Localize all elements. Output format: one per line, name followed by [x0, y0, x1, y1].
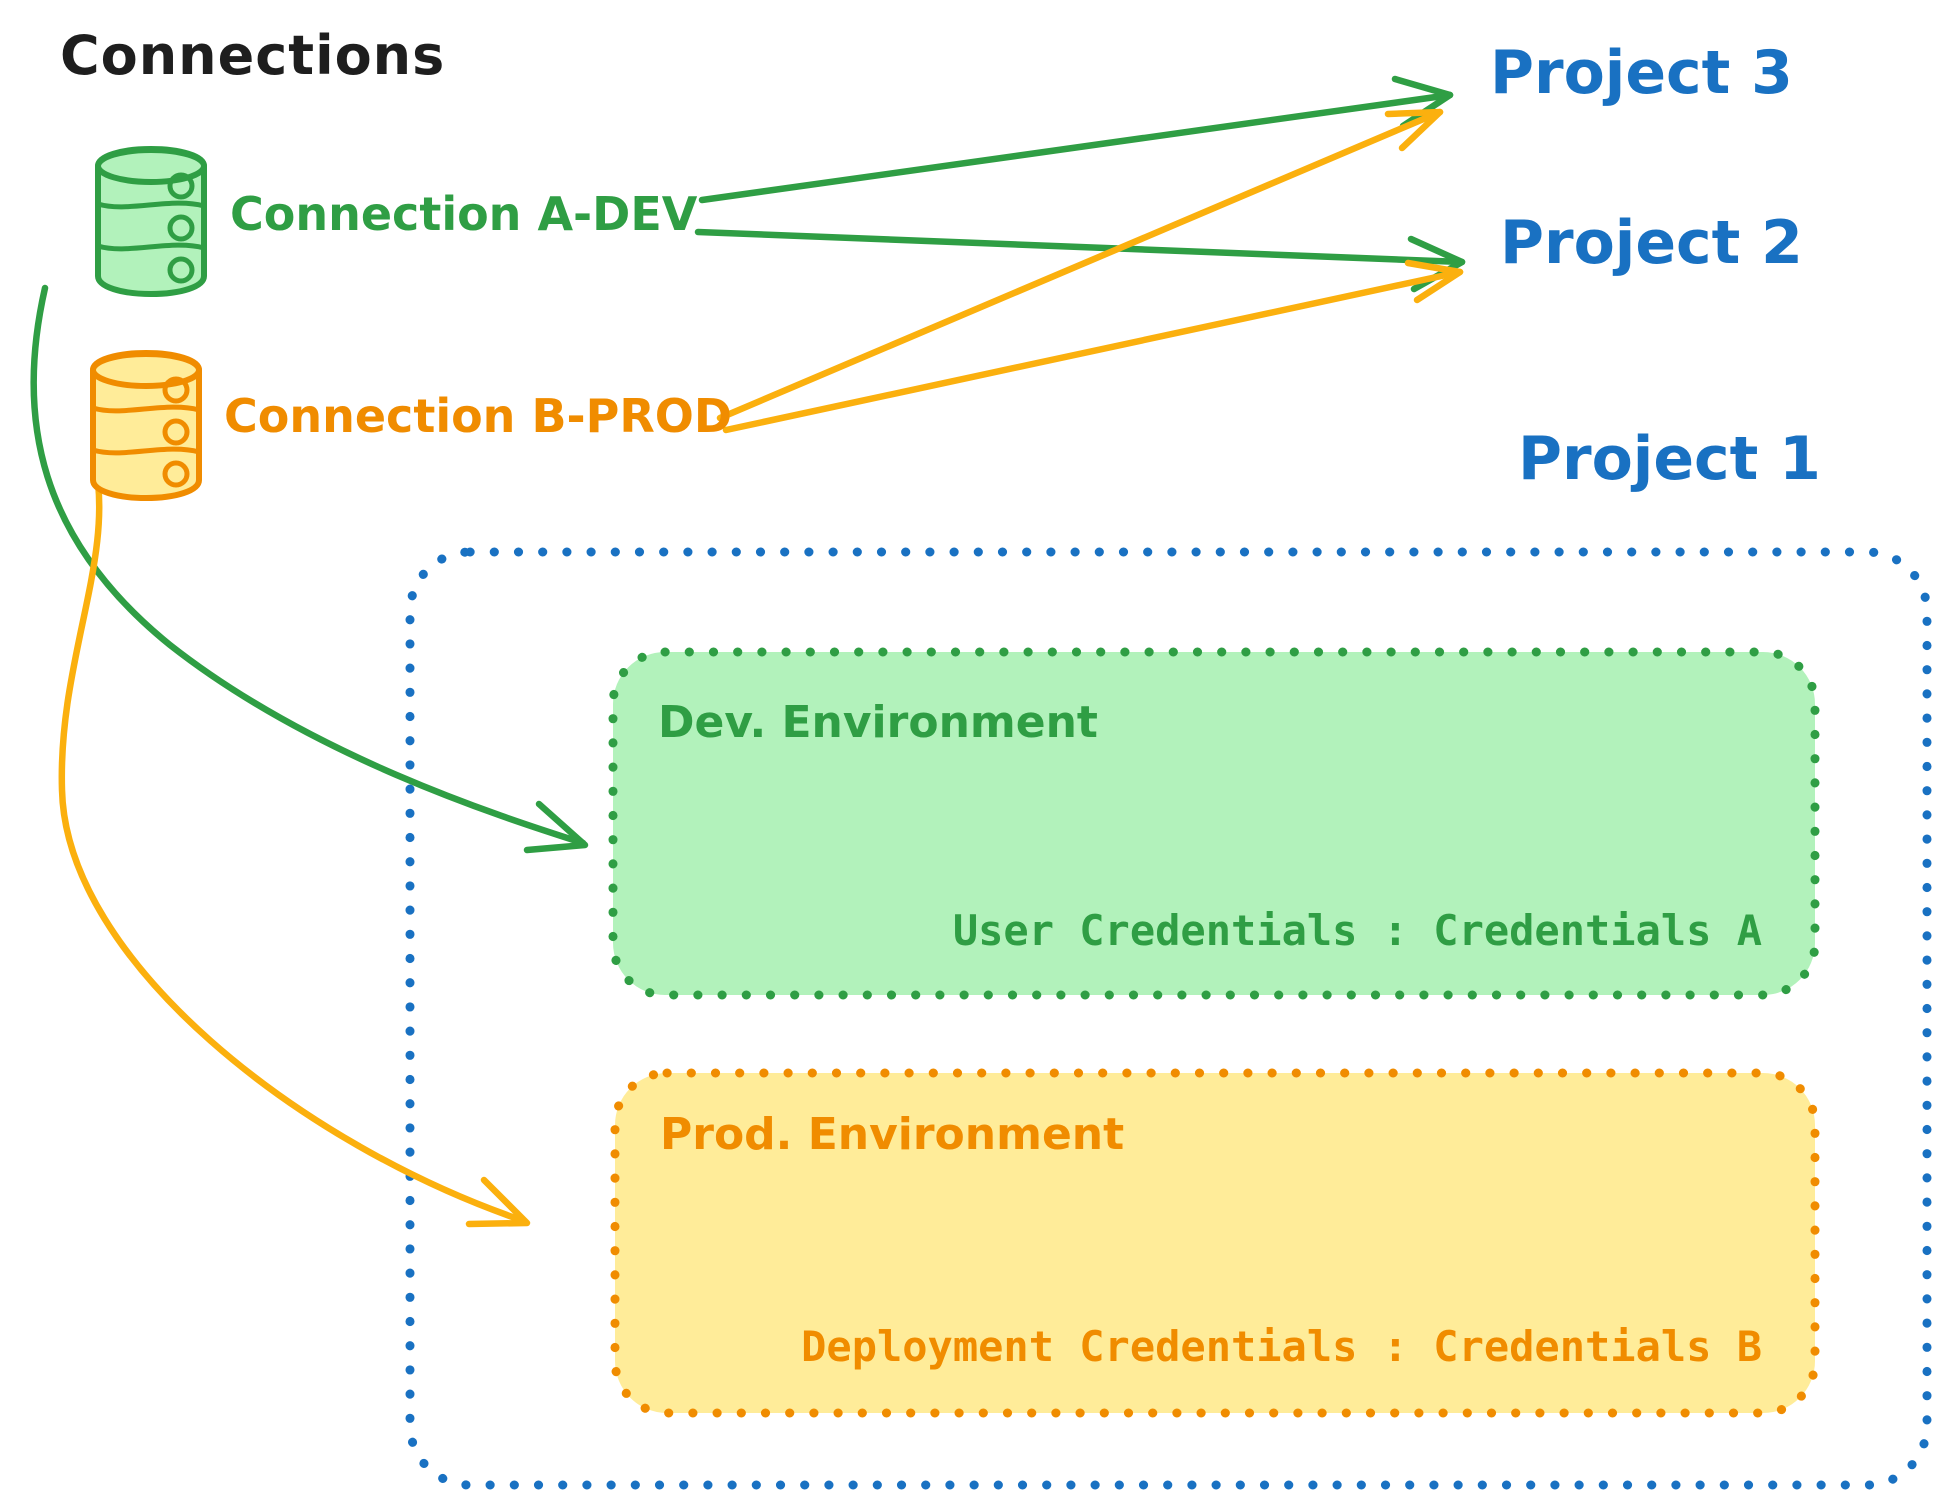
dev-environment-label: Dev. Environment — [658, 697, 1098, 748]
project-2-label: Project 2 — [1500, 208, 1803, 278]
diagram-title: Connections — [60, 24, 446, 87]
connection-a-dev-label: Connection A-DEV — [230, 187, 698, 241]
arrow-a-dev-to-project-2 — [694, 228, 1466, 293]
arrow-a-dev-to-dev-environment — [30, 284, 589, 854]
database-icon-a-dev — [95, 146, 207, 297]
project1-container-box — [405, 547, 1932, 1490]
connection-b-prod-label: Connection B-PROD — [224, 389, 733, 443]
arrow-b-prod-to-prod-environment — [58, 458, 531, 1228]
prod-environment-box — [610, 1068, 1820, 1418]
prod-environment-credentials: Deployment Credentials : Credentials B — [801, 1322, 1762, 1371]
dev-environment-credentials: User Credentials : Credentials A — [952, 906, 1762, 955]
project-1-label: Project 1 — [1518, 424, 1821, 494]
arrow-b-prod-to-project-2 — [722, 259, 1464, 434]
arrow-a-dev-to-project-3 — [698, 75, 1454, 204]
prod-environment-label: Prod. Environment — [660, 1109, 1125, 1160]
arrow-b-prod-to-project-3 — [716, 108, 1444, 422]
project-3-label: Project 3 — [1490, 38, 1793, 108]
dev-environment-box — [608, 647, 1820, 1000]
database-icon-b-prod — [90, 350, 202, 501]
